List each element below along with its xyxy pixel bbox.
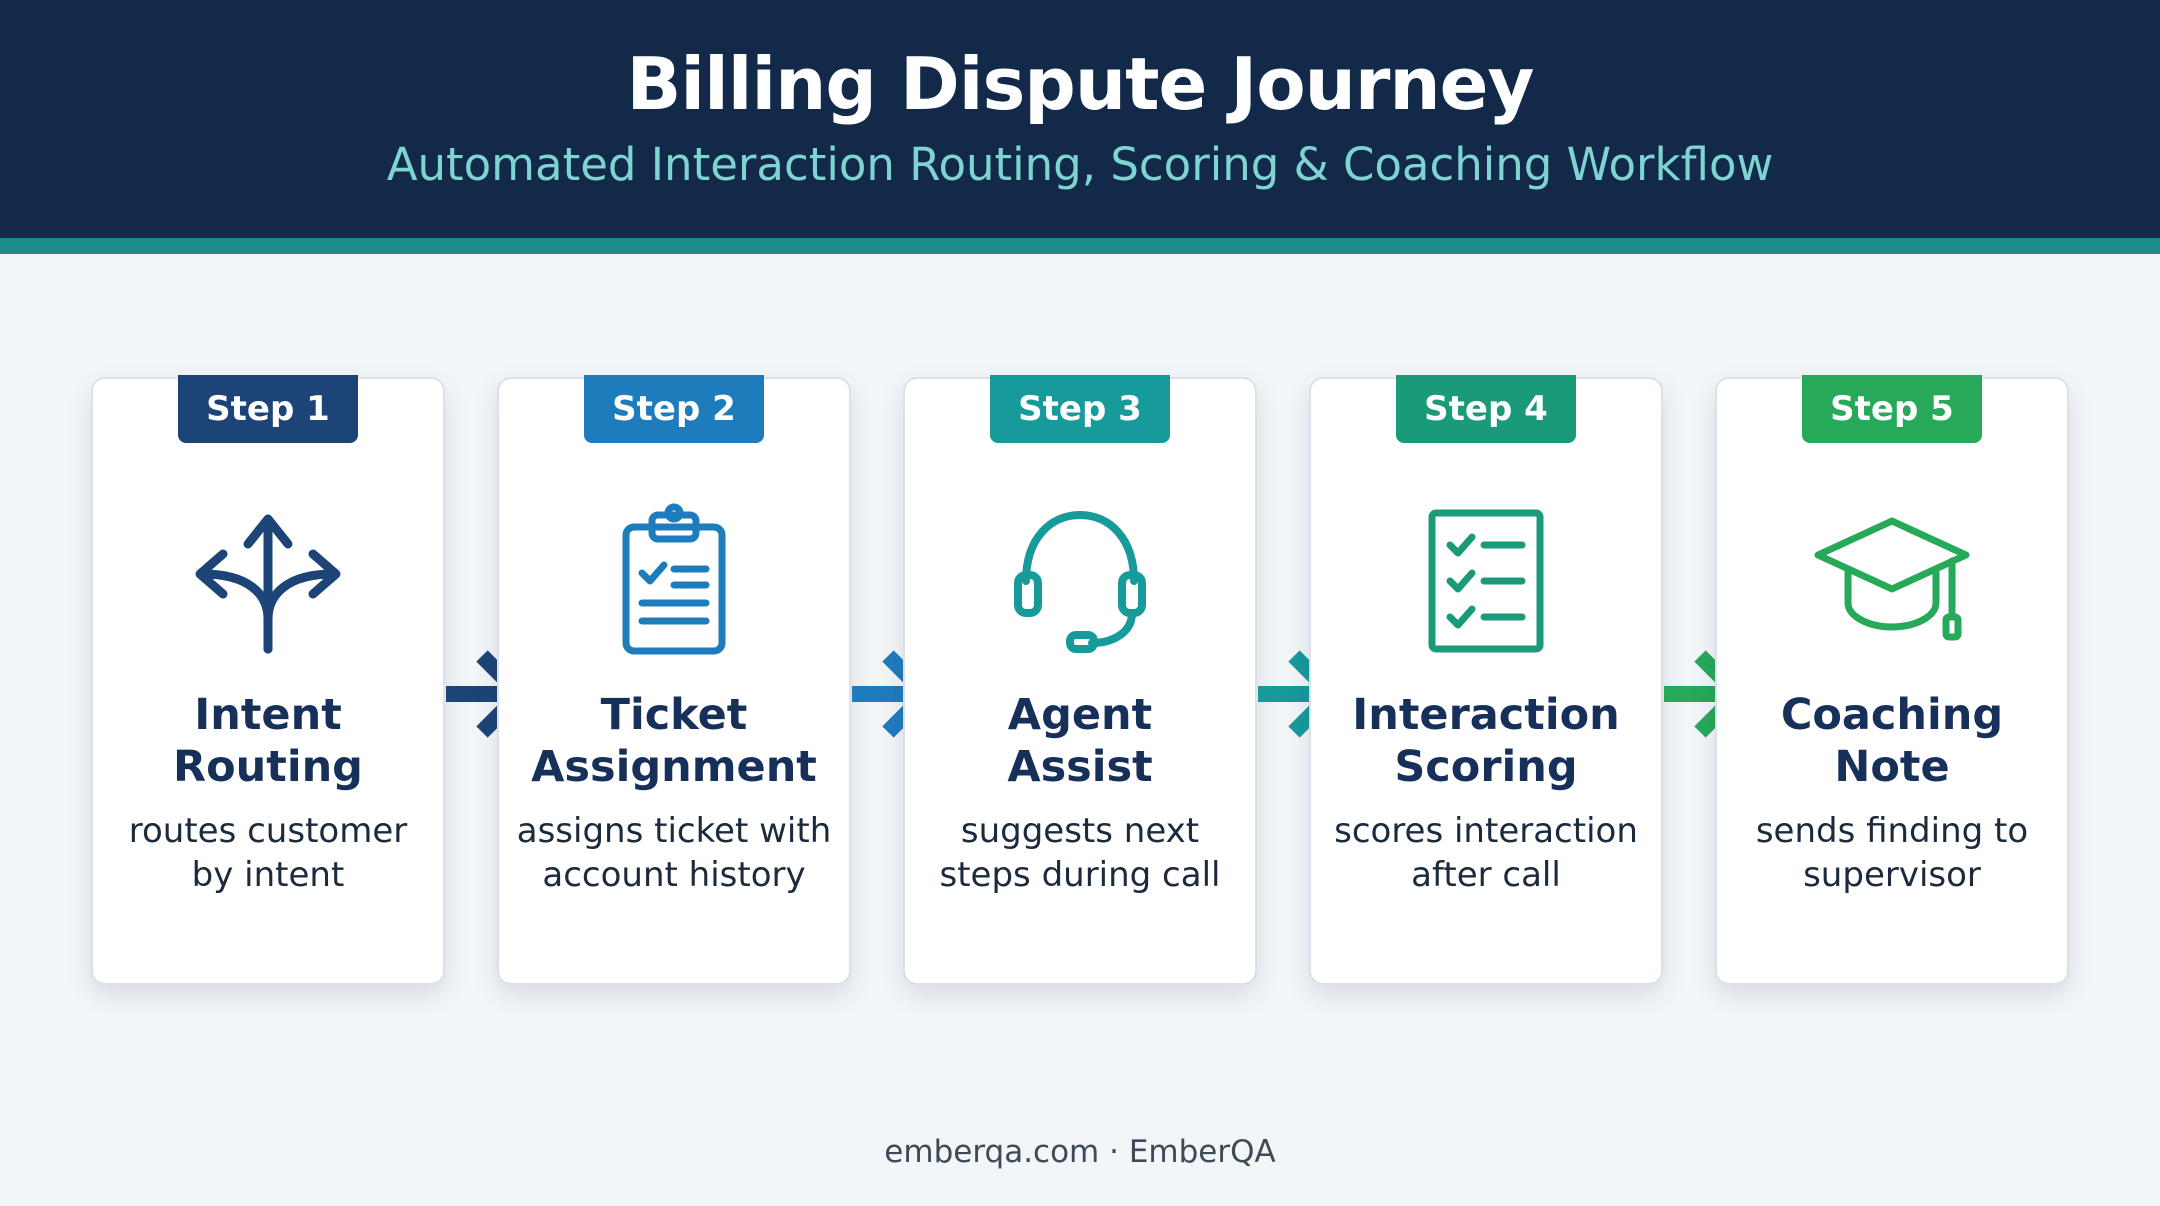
checklist-icon (1428, 509, 1544, 653)
step-title-line: Scoring (1394, 742, 1578, 792)
step-description: suggests next steps during call (939, 811, 1221, 895)
step-card-coaching-note: Step 5 Coaching Note sends finding to su… (1715, 375, 2069, 985)
step-title: Ticket Assignment (499, 689, 849, 793)
step-badge: Step 3 (990, 375, 1170, 443)
step-title: Interaction Scoring (1311, 689, 1661, 793)
step-badge: Step 5 (1802, 375, 1982, 443)
accent-divider (0, 238, 2160, 254)
step-description: routes customer by intent (128, 811, 408, 895)
step-title-line: Routing (173, 742, 363, 792)
step-description: sends finding to supervisor (1755, 811, 2029, 895)
step-title-line: Intent (194, 690, 342, 740)
header-banner: Billing Dispute Journey Automated Intera… (0, 0, 2160, 238)
step-title: Agent Assist (905, 689, 1255, 793)
headset-icon (1014, 511, 1146, 653)
step-description: assigns ticket with account history (516, 811, 832, 895)
step-badge: Step 1 (178, 375, 358, 443)
step-card-interaction-scoring: Step 4 Interaction Scoring scores intera… (1309, 375, 1663, 985)
step-title-line: Agent (1007, 690, 1153, 740)
step-card-intent-routing: Step 1 Intent Routing routes customer by… (91, 375, 445, 985)
step-card-ticket-assignment: Step 2 Ticket Assignment assigns ticket … (497, 375, 851, 985)
page-title: Billing Dispute Journey (626, 42, 1535, 126)
split-arrows-icon (195, 514, 341, 654)
clipboard-icon (622, 503, 726, 655)
step-title-line: Interaction (1352, 690, 1620, 740)
step-card-agent-assist: Step 3 Agent Assist suggests next steps … (903, 375, 1257, 985)
page-subtitle: Automated Interaction Routing, Scoring &… (386, 138, 1774, 191)
step-title-line: Note (1834, 742, 1950, 792)
step-badge: Step 2 (584, 375, 764, 443)
step-badge: Step 4 (1396, 375, 1576, 443)
footer-credit: emberqa.com · EmberQA (884, 1134, 1276, 1170)
step-description: scores interaction after call (1334, 811, 1638, 895)
graduation-cap-icon (1814, 517, 1970, 641)
step-title: Coaching Note (1717, 689, 2067, 793)
step-title-line: Coaching (1780, 690, 2004, 740)
step-title-line: Assist (1007, 742, 1153, 792)
step-title-line: Assignment (531, 742, 817, 792)
step-title-line: Ticket (600, 690, 748, 740)
step-title: Intent Routing (93, 689, 443, 793)
